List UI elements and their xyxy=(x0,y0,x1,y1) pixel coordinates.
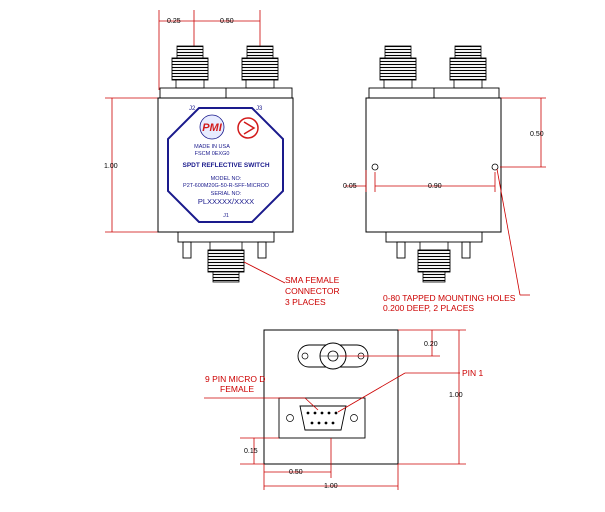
fscm-text: FSCM 0EXG0 xyxy=(195,151,230,157)
side-dim-right: 0.50 xyxy=(530,131,544,138)
side-dim-hole-span: 0.90 xyxy=(428,183,442,190)
micro-d-pins xyxy=(306,411,338,425)
side-sma-right xyxy=(449,45,487,89)
serial-label: SERIAL NO: xyxy=(211,191,242,197)
front-height-dimension: 1.00 xyxy=(104,97,158,233)
sma-callout-line2: CONNECTOR xyxy=(285,286,340,296)
svg-text:PMI: PMI xyxy=(202,122,223,134)
front-view: 0.25 0.50 1.00 J2 J3 xyxy=(104,10,340,307)
side-dim-left: 0.05 xyxy=(343,183,357,190)
front-dim-top-left: 0.25 xyxy=(167,18,181,25)
bottom-sma-end xyxy=(297,342,369,370)
port-label-j1: J1 xyxy=(223,213,229,219)
front-dim-top-span: 0.50 xyxy=(220,18,234,25)
sma-connector-j3 xyxy=(241,45,279,89)
front-dim-height: 1.00 xyxy=(104,163,118,170)
pmi-logo: PMI xyxy=(199,114,259,140)
mounting-hole-right xyxy=(491,163,499,171)
side-view: 0.50 0.05 0.90 0-80 TAPPED MOUNTING HOLE… xyxy=(343,45,546,313)
microd-callout-line2: FEMALE xyxy=(220,384,254,394)
port-label-j3: J3 xyxy=(256,106,263,112)
side-sma-left xyxy=(379,45,417,89)
port-label-j2: J2 xyxy=(189,106,196,112)
serial-number: PLXXXXX/XXXX xyxy=(198,197,254,206)
bottom-dim-left-small: 0.15 xyxy=(244,448,258,455)
bottom-dim-width: 1.00 xyxy=(324,483,338,490)
side-housing xyxy=(365,97,502,233)
bottom-dim-bottom-small: 0.50 xyxy=(289,469,303,476)
sma-callout-line1: SMA FEMALE xyxy=(285,275,340,285)
bottom-dim-height: 1.00 xyxy=(449,392,463,399)
holes-callout-line1: 0-80 TAPPED MOUNTING HOLES xyxy=(383,293,516,303)
made-in-text: MADE IN USA xyxy=(194,144,230,150)
sma-callout-line3: 3 PLACES xyxy=(285,297,326,307)
model-label: MODEL NO: xyxy=(211,176,242,182)
mounting-hole-left xyxy=(371,163,379,171)
front-top-dimension: 0.25 0.50 xyxy=(158,10,261,90)
bottom-dim-right-small: 0.20 xyxy=(424,341,438,348)
sma-connector-j2 xyxy=(171,45,209,89)
model-number: P2T-600M20G-50-R-SFF-MICROD xyxy=(183,183,269,189)
sma-connector-j1 xyxy=(207,241,245,283)
pin1-callout: PIN 1 xyxy=(462,368,484,378)
microd-callout-line1: 9 PIN MICRO D xyxy=(205,374,265,384)
holes-callout-line2: 0.200 DEEP, 2 PLACES xyxy=(383,303,474,313)
product-title: SPDT REFLECTIVE SWITCH xyxy=(182,162,269,169)
bottom-view: 0.20 1.00 0.15 0.50 1.00 9 PIN MICRO D F… xyxy=(204,329,484,490)
